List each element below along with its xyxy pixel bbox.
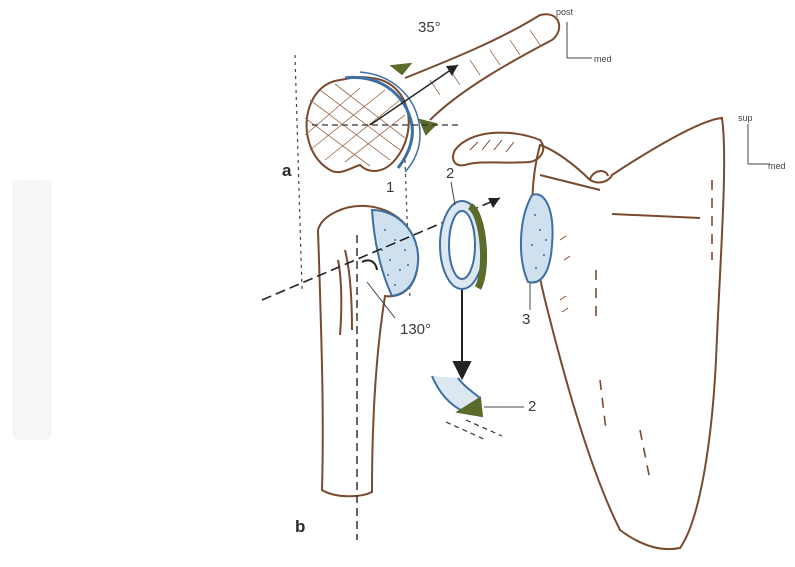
angle-35-label: 35° — [418, 20, 441, 35]
leader-2-upper — [451, 182, 455, 205]
labrum-ring — [440, 182, 484, 378]
scapula — [453, 118, 724, 549]
labrum-anterior — [392, 64, 410, 74]
orientation-top-post: post — [556, 8, 573, 17]
orientation-right-med: med — [768, 162, 786, 171]
number-3-label: 3 — [522, 312, 530, 327]
number-2-upper-label: 2 — [446, 166, 454, 181]
humerus — [318, 206, 418, 540]
groove-edge — [338, 260, 341, 335]
coracoid — [590, 171, 608, 180]
scapula-ticks — [560, 236, 570, 312]
number-1-label: 1 — [386, 180, 394, 195]
orientation-top-med: med — [594, 55, 612, 64]
orientation-marker-top — [567, 22, 592, 58]
labrum-posterior — [420, 120, 436, 134]
labrum-detail — [432, 376, 524, 440]
scapula-dashes — [596, 180, 712, 480]
angle-arc — [362, 260, 377, 270]
labrum-ring-inner — [449, 211, 475, 279]
scapula-hatching — [430, 30, 540, 95]
reference-line-left — [295, 55, 302, 290]
down-arrow-head — [454, 362, 470, 378]
section-a-label: a — [282, 162, 291, 179]
glenoid-axis-arrowhead — [446, 65, 458, 76]
orientation-marker-right — [748, 124, 770, 164]
labrum-detail-dash-1 — [446, 422, 486, 440]
transverse-section — [295, 14, 559, 300]
angle-130-label: 130° — [400, 322, 431, 337]
section-b-label: b — [295, 518, 305, 535]
acromion — [453, 133, 543, 166]
humeral-articular-surface — [372, 210, 418, 296]
spine-ridge — [612, 214, 700, 218]
glenoid-fossa — [521, 194, 553, 282]
scapula-body — [532, 118, 724, 549]
number-2-lower-label: 2 — [528, 399, 536, 414]
orientation-right-sup: sup — [738, 114, 753, 123]
acromion-texture — [470, 140, 514, 152]
scan-smudge — [12, 180, 52, 440]
